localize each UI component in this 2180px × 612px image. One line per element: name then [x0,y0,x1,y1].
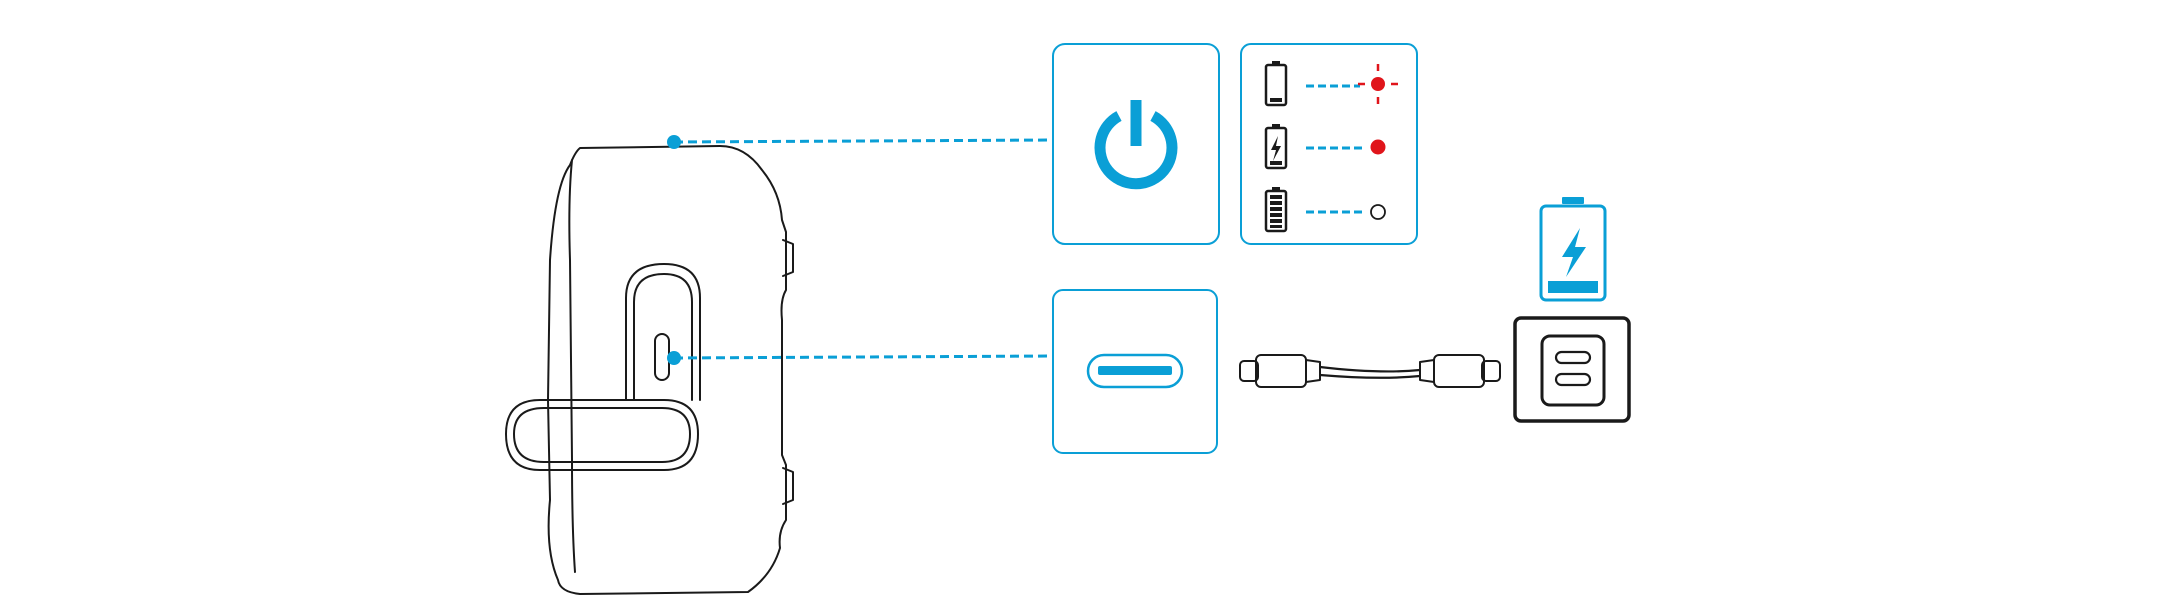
cable-wire [1319,365,1421,379]
speaker-body-outline [547,145,787,595]
charger-face [1540,334,1606,407]
cable-plug-right-tip [1481,360,1501,382]
charger-outer-frame [1513,316,1631,423]
cable-plug-left-body [1255,354,1307,388]
cable-plug-left-tip [1239,360,1259,382]
usb-leader-line [673,354,1053,360]
battery-low-icon [1264,61,1288,107]
battery-charging-icon [1264,124,1288,170]
battery-low-row [1264,61,1398,107]
usb-c-port-icon [1086,353,1184,389]
power-leader-line [673,138,1053,144]
port-flap-housing [625,263,701,401]
usb-callout-box [1052,289,1218,454]
speaker-device [505,145,794,595]
speaker-strap-inner [513,407,691,463]
power-icon [1094,100,1178,190]
battery-charging-row [1264,124,1386,170]
charger-port-top [1554,350,1592,365]
leader-lines [667,135,1053,365]
usb-c-wall-charger-icon [1513,316,1631,423]
charging-battery-icon [1539,197,1607,302]
speaker-side-button-bottom [782,467,794,505]
cable-plug-right-strain [1419,359,1435,383]
battery-full-icon [1264,187,1288,233]
cable-plug-left-strain [1305,359,1321,383]
led-red-blinking-icon [1358,64,1398,104]
cable-plug-right-body [1433,354,1485,388]
speaker-strap-outer [505,399,699,471]
usb-c-port-callout [1052,289,1218,454]
battery-full-row [1264,187,1386,233]
speaker-inner-contour [568,159,576,573]
usb-c-cable-icon [1239,354,1501,388]
led-off-icon [1370,204,1386,220]
speaker-side-button-top [782,239,794,277]
port-flap-inner [633,273,693,401]
power-callout-box [1052,43,1220,245]
battery-status-callout [1240,43,1418,245]
charger-port-bottom [1554,372,1592,387]
power-button-callout [1052,43,1220,245]
device-usb-c-port [654,333,670,381]
battery-status-box [1240,43,1418,245]
led-red-solid-icon [1370,139,1386,155]
